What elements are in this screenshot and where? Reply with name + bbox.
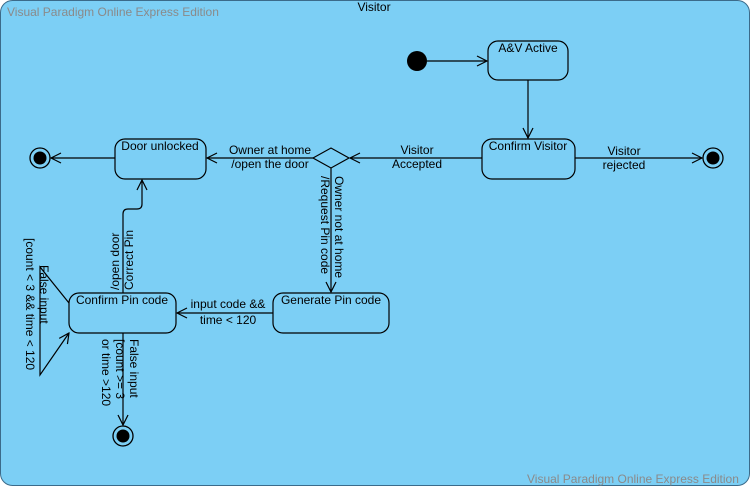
label-owner-home: Owner at home /open the door <box>229 143 311 171</box>
initial-node <box>407 51 427 71</box>
label-owner-not-home: Owner not at home /Request Pin code <box>318 176 346 278</box>
svg-text:[count < 3 && time < 120: [count < 3 && time < 120 <box>23 238 37 370</box>
svg-text:/open door: /open door <box>108 233 122 290</box>
state-confirm-visitor: Confirm Visitor <box>481 138 576 180</box>
final-node-bottom <box>112 425 134 447</box>
svg-text:Accepted: Accepted <box>392 157 442 171</box>
svg-text:/open the door: /open the door <box>231 157 308 171</box>
svg-text:Door unlocked: Door unlocked <box>121 139 198 153</box>
final-node-right <box>702 147 724 169</box>
state-av-active: A&V Active <box>487 40 569 81</box>
svg-text:Confirm Pin code: Confirm Pin code <box>76 293 168 307</box>
svg-text:False input: False input <box>37 265 51 324</box>
svg-text:[count >= 3: [count >= 3 <box>113 339 127 399</box>
svg-text:Generate Pin code: Generate Pin code <box>281 293 381 307</box>
svg-text:Visitor: Visitor <box>400 143 433 157</box>
svg-text:Owner at home: Owner at home <box>229 143 311 157</box>
svg-text:time < 120: time < 120 <box>200 313 257 327</box>
svg-text:Owner not at home: Owner not at home <box>332 176 346 278</box>
svg-text:Visitor: Visitor <box>607 144 640 158</box>
label-input-code: input code && time < 120 <box>191 297 266 327</box>
state-confirm-pin: Confirm Pin code <box>68 292 177 334</box>
svg-text:Confirm Visitor: Confirm Visitor <box>489 139 567 153</box>
watermark-bottom: Visual Paradigm Online Express Edition <box>527 472 739 486</box>
state-door-unlocked: Door unlocked <box>114 138 207 180</box>
edge-false-input-loop <box>39 265 69 377</box>
state-generate-pin: Generate Pin code <box>272 292 390 334</box>
diagram-title: Visitor <box>357 0 390 14</box>
label-visitor-rejected: Visitor rejected <box>603 144 646 172</box>
svg-text:rejected: rejected <box>603 158 646 172</box>
label-correct-pin: Correct Pin /open door <box>108 230 136 290</box>
svg-text:or time >120: or time >120 <box>99 339 113 406</box>
svg-text:A&V Active: A&V Active <box>498 41 558 55</box>
label-visitor-accepted: Visitor Accepted <box>392 143 442 171</box>
svg-text:input code &&: input code && <box>191 297 266 311</box>
edge-correct-pin <box>122 180 142 293</box>
svg-text:/Request Pin code: /Request Pin code <box>318 176 332 274</box>
svg-text:False input: False input <box>127 339 141 398</box>
label-false-input-final: False input [count >= 3 or time >120 <box>99 339 141 406</box>
svg-text:Correct Pin: Correct Pin <box>122 230 136 290</box>
label-false-input-loop: False input [count < 3 && time < 120 <box>23 238 51 370</box>
watermark-top: Visual Paradigm Online Express Edition <box>7 5 219 19</box>
